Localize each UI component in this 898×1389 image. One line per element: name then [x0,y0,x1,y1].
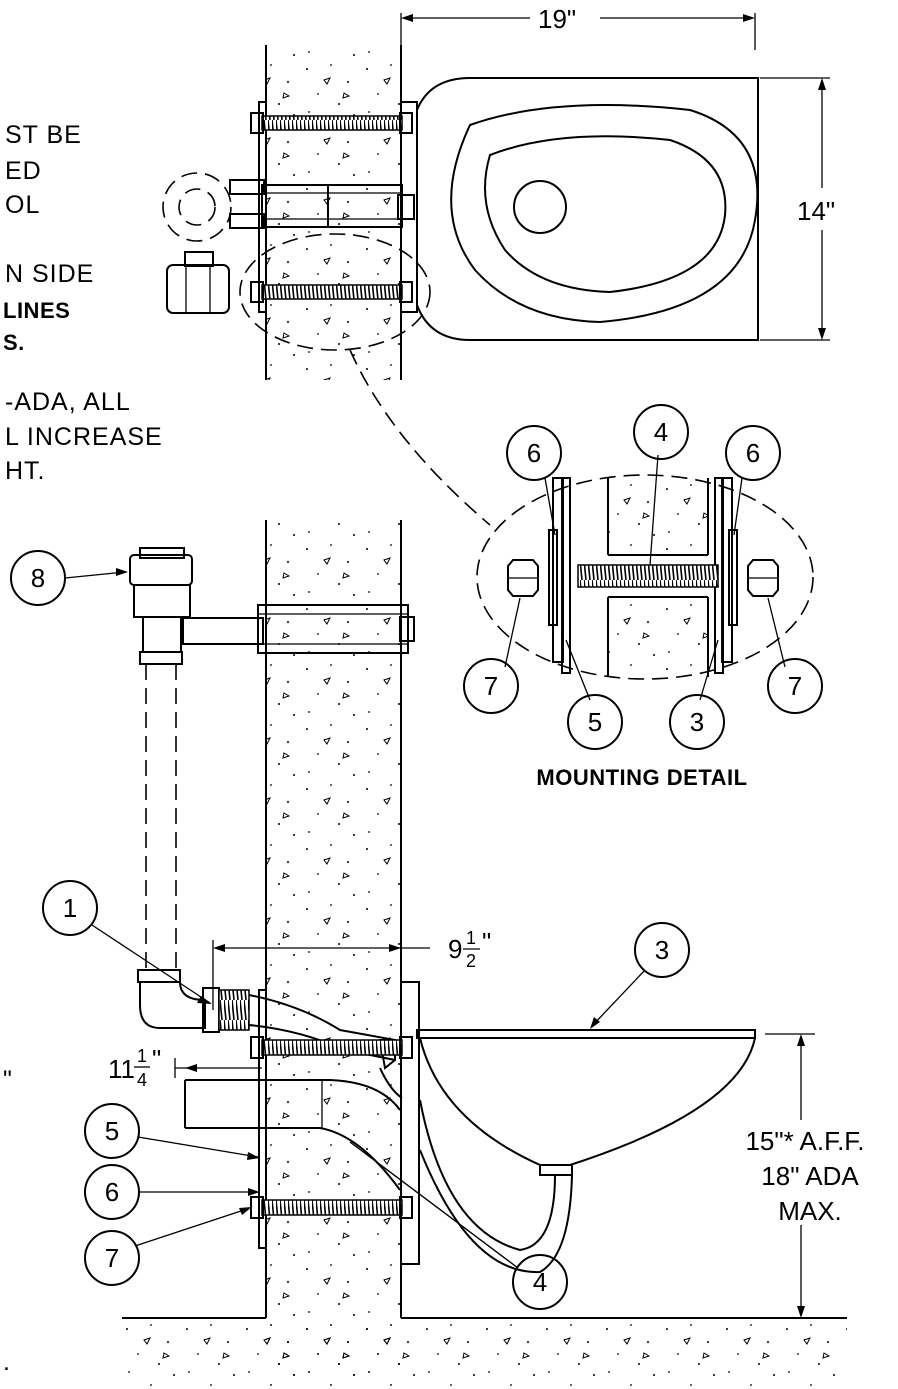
dimension-19: 19" [400,4,756,50]
svg-text:1: 1 [466,928,476,948]
height-label-line-2: 18" ADA [761,1161,859,1191]
plan-view-wall [265,45,402,380]
svg-text:9: 9 [448,934,462,964]
detail-reference [239,233,491,526]
elevation-bowl [379,1029,756,1274]
svg-text:11: 11 [108,1054,135,1084]
note-line-1: ST BE [5,121,82,149]
detail-callout-6-right: 6 [725,425,781,481]
plan-view-valve [162,172,232,314]
note-line-5: -ADA, ALL [5,388,131,416]
svg-text:7: 7 [788,671,802,701]
detail-callout-4: 4 [633,404,689,460]
note-line-7: HT. [5,457,46,485]
callout-4: 4 [349,1141,568,1310]
svg-text:": " [152,1044,161,1074]
elevation-carrier [250,981,420,1265]
note-line-6: L INCREASE [5,423,163,451]
note-period-fragment: . [3,1348,11,1376]
dimension-14: 14" [760,77,835,341]
note-bold-1: LINES [3,298,70,323]
svg-text:": " [482,927,491,957]
elevation-wall [265,520,402,1385]
callout-3: 3 [590,922,690,1029]
detail-callout-7-left: 7 [463,658,519,714]
svg-text:1: 1 [137,1046,147,1066]
elevation-supply [129,547,415,1070]
dimension-height: 15"* A.F.F. 18" ADA MAX. [745,1033,865,1318]
callout-7: 7 [84,1207,252,1286]
svg-text:6: 6 [105,1177,119,1207]
detail-callout-7-right: 7 [767,658,823,714]
callout-1: 1 [42,880,212,1004]
dimension-19-label: 19" [538,4,576,34]
svg-text:4: 4 [137,1070,147,1090]
callout-8: 8 [10,550,128,606]
detail-callout-6-left: 6 [506,425,562,481]
svg-text:5: 5 [105,1116,119,1146]
note-line-3: OL [5,191,40,219]
callout-5: 5 [84,1103,260,1160]
svg-text:6: 6 [746,438,760,468]
dimension-11-quarter: 11 1 4 " [108,1044,262,1090]
svg-text:7: 7 [484,671,498,701]
dimension-9-half: 9 1 2 " [212,927,491,1010]
svg-text:2: 2 [466,951,476,971]
general-notes: ST BE ED OL N SIDE LINES S. -ADA, ALL L … [3,121,163,1376]
height-label-line-1: 15"* A.F.F. [745,1126,864,1156]
detail-callout-3: 3 [669,694,725,750]
callout-6: 6 [84,1164,260,1220]
elevation-outlet [184,1079,401,1191]
svg-text:1: 1 [63,893,77,923]
svg-text:8: 8 [31,563,45,593]
note-quote-fragment: " [3,1066,13,1094]
svg-text:4: 4 [533,1267,547,1297]
height-label-line-3: MAX. [778,1196,842,1226]
note-line-4: N SIDE [5,260,94,288]
svg-text:7: 7 [105,1243,119,1273]
svg-text:5: 5 [588,707,602,737]
elevation-floor [122,1317,847,1388]
note-line-2: ED [5,157,42,185]
svg-text:3: 3 [655,935,669,965]
svg-text:3: 3 [690,707,704,737]
dimension-14-label: 14" [797,196,835,226]
svg-text:4: 4 [654,417,668,447]
mounting-detail: MOUNTING DETAIL [476,454,814,790]
plan-view-bowl [416,77,759,341]
detail-callout-5: 5 [567,694,623,750]
svg-text:6: 6 [527,438,541,468]
note-bold-2: S. [3,330,25,355]
mounting-detail-title: MOUNTING DETAIL [536,765,747,790]
